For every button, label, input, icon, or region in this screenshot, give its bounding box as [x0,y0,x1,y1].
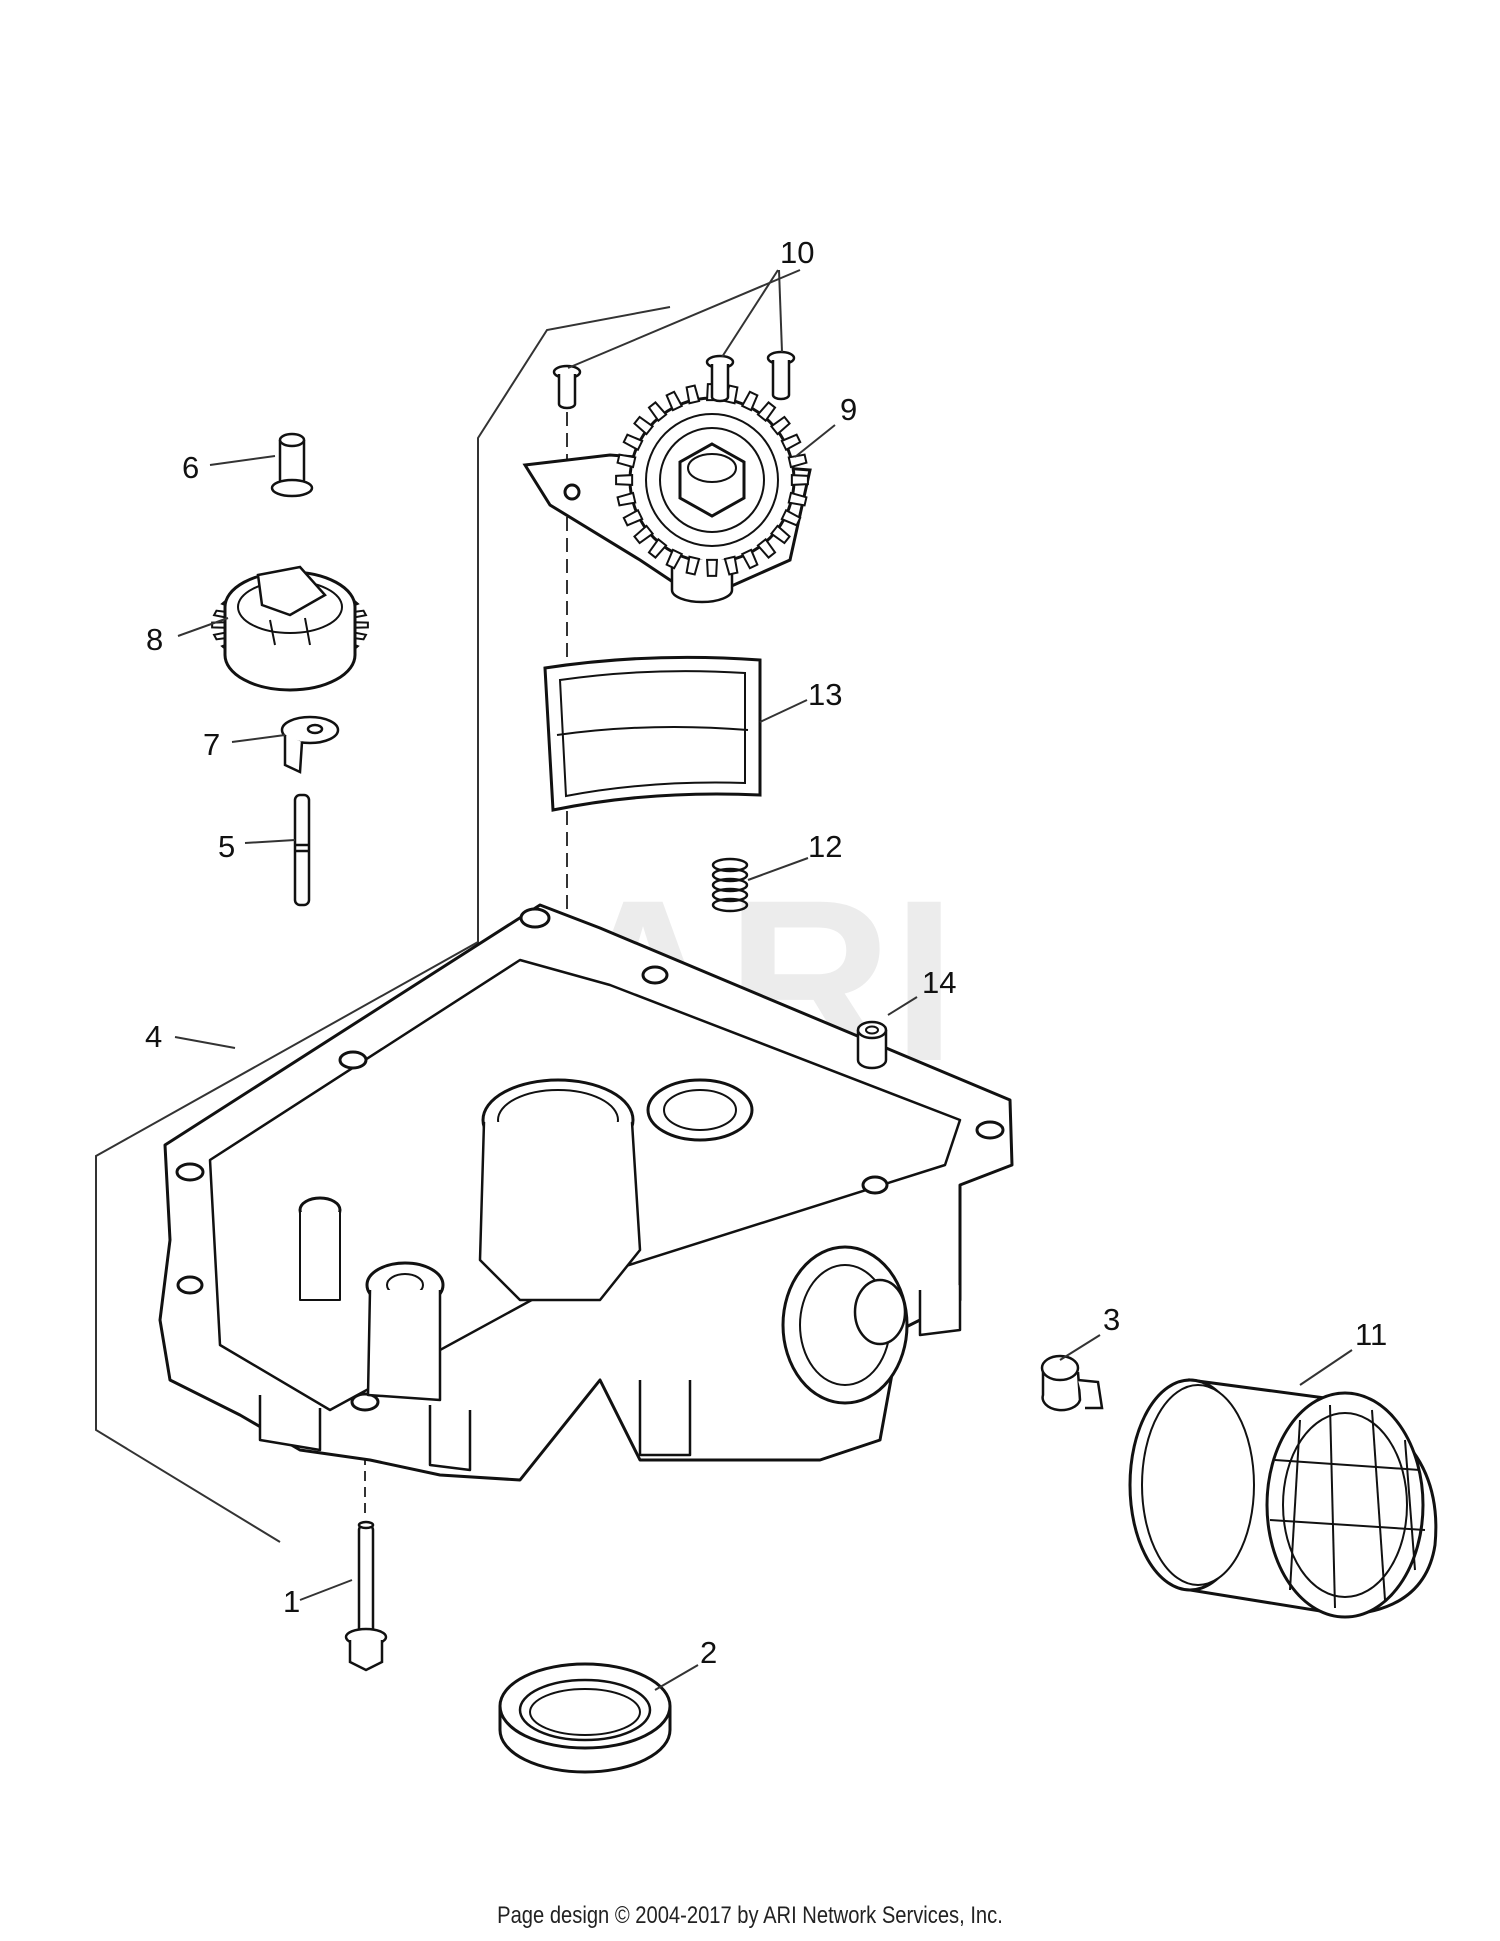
callout-11: 11 [1355,1317,1387,1352]
callout-9: 9 [840,392,857,427]
callout-4: 4 [145,1019,162,1054]
callout-3: 3 [1103,1302,1120,1337]
callout-1: 1 [283,1584,300,1619]
callout-12: 12 [808,829,842,864]
callouts: 10 9 6 8 13 7 12 5 14 4 3 11 1 2 [145,235,1387,1670]
leader-lines [174,269,1353,1691]
callout-14: 14 [922,965,956,1000]
callout-6: 6 [182,450,199,485]
oil-seal [498,1662,672,1774]
governor-shaft [293,793,311,907]
shaft-pin [270,432,314,498]
oil-filter [1128,1378,1438,1619]
callout-2: 2 [700,1635,717,1670]
filter-adapter [1040,1354,1104,1412]
governor-gear [223,565,357,692]
cup-washer [280,715,340,774]
callout-13: 13 [808,677,842,712]
group-bracket [95,306,671,1543]
pump-gear-teeth [615,383,809,577]
screws [552,350,796,410]
plug [856,1020,888,1070]
callout-10: 10 [780,235,814,270]
callout-7: 7 [203,727,220,762]
oil-sump-base [158,903,1014,1482]
callout-8: 8 [146,622,163,657]
callout-5: 5 [218,829,235,864]
oil-screen [543,655,762,812]
footer-copyright: Page design © 2004-2017 by ARI Network S… [497,1902,1003,1929]
spring [711,857,749,913]
flange-bolt [344,1520,388,1672]
